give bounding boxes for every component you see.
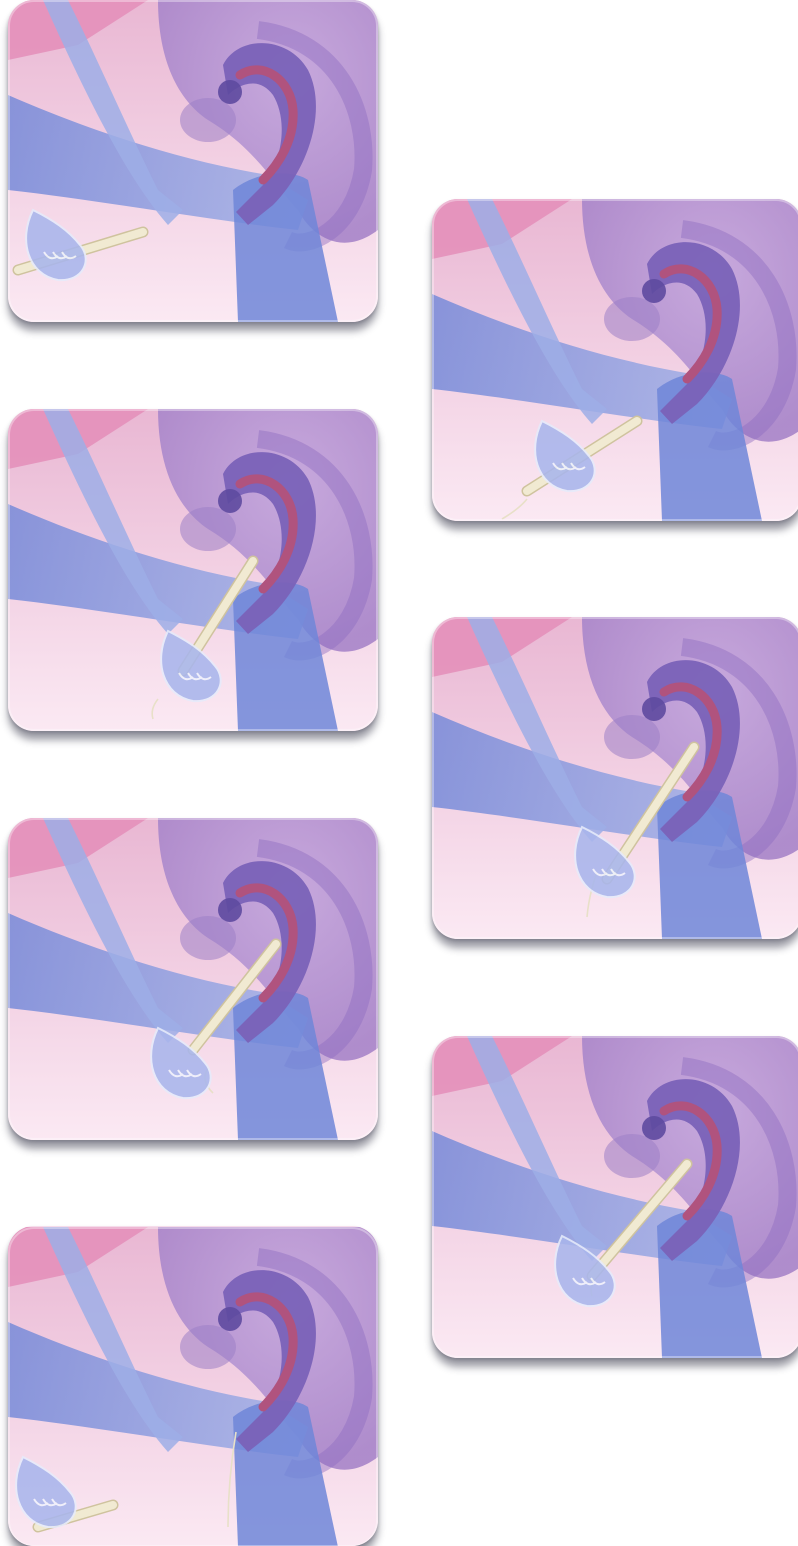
- cervix: [218, 898, 242, 922]
- step-panel-2: [432, 199, 798, 521]
- bladder: [180, 507, 236, 551]
- illustration-step-1: [8, 0, 378, 322]
- illustration-step-5: [8, 818, 378, 1140]
- cervix: [218, 80, 242, 104]
- step-panel-6: [432, 1036, 798, 1358]
- step-panel-3: [8, 409, 378, 731]
- step-panel-4: [432, 617, 798, 939]
- illustration-step-7: [8, 1226, 378, 1546]
- bladder: [180, 98, 236, 142]
- step-panel-7: [8, 1226, 378, 1546]
- bladder: [180, 916, 236, 960]
- cervix: [218, 1307, 242, 1331]
- illustration-step-4: [432, 617, 798, 939]
- illustration-step-2: [432, 199, 798, 521]
- illustration-step-6: [432, 1036, 798, 1358]
- bladder: [604, 715, 660, 759]
- cervix: [218, 489, 242, 513]
- illustration-step-3: [8, 409, 378, 731]
- step-panel-5: [8, 818, 378, 1140]
- bladder: [604, 297, 660, 341]
- cervix: [642, 1116, 666, 1140]
- bladder: [180, 1325, 236, 1369]
- step-panel-1: [8, 0, 378, 322]
- cervix: [642, 279, 666, 303]
- bladder: [604, 1134, 660, 1178]
- cervix: [642, 697, 666, 721]
